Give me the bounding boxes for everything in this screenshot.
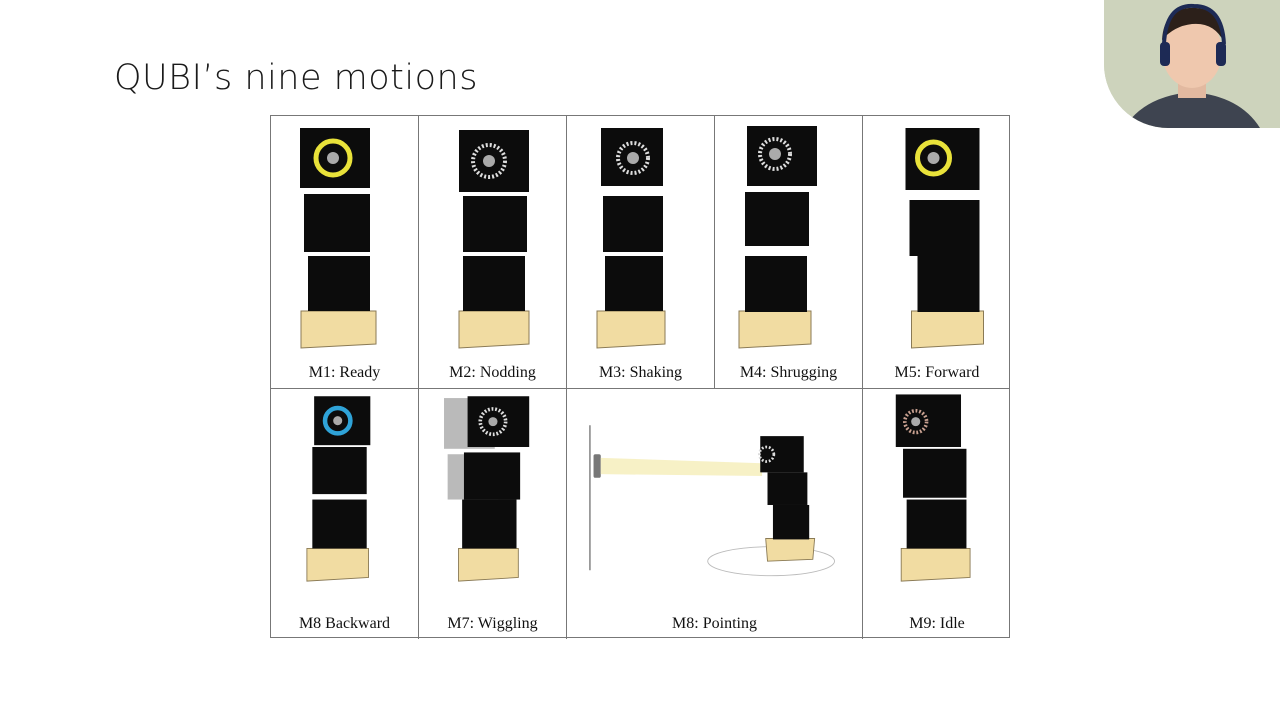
robot-ready-illustration bbox=[300, 128, 377, 349]
motion-label: M2: Nodding bbox=[449, 364, 536, 381]
motion-label: M8: Pointing bbox=[672, 615, 757, 632]
motion-cell-forward: M5: Forward bbox=[863, 116, 1011, 388]
motion-cell-backward: M8 Backward bbox=[271, 389, 418, 639]
motion-label: M5: Forward bbox=[894, 364, 980, 381]
presenter-image bbox=[1104, 0, 1280, 128]
motion-label: M1: Ready bbox=[308, 364, 381, 381]
presenter-webcam bbox=[1104, 0, 1280, 128]
robot-wiggling-illustration bbox=[444, 396, 530, 582]
motion-label: M4: Shrugging bbox=[739, 364, 838, 381]
motion-cell-shaking: M3: Shaking bbox=[567, 116, 714, 388]
robot-forward-illustration bbox=[905, 128, 984, 349]
robot-pointing-illustration bbox=[589, 425, 836, 577]
motion-cell-nodding: M2: Nodding bbox=[419, 116, 566, 388]
motion-label: M9: Idle bbox=[909, 615, 965, 632]
motions-figure: M1: Ready M2: Nodding M3: Shaking bbox=[270, 115, 1011, 639]
motion-cell-wiggling: M7: Wiggling bbox=[419, 389, 566, 639]
robot-nodding-illustration bbox=[458, 130, 530, 349]
motion-label: M3: Shaking bbox=[598, 364, 683, 381]
motion-cell-idle: M9: Idle bbox=[863, 389, 1011, 639]
motion-cell-pointing: M8: Pointing bbox=[567, 389, 862, 639]
motion-cell-shrugging: M4: Shrugging bbox=[715, 116, 862, 388]
motion-label: M7: Wiggling bbox=[447, 615, 538, 632]
robot-idle-illustration bbox=[895, 394, 971, 582]
motion-label: M8 Backward bbox=[298, 615, 391, 632]
robot-shrugging-illustration bbox=[738, 126, 817, 349]
robot-backward-illustration bbox=[306, 396, 371, 582]
robot-shaking-illustration bbox=[596, 128, 666, 349]
motion-cell-ready: M1: Ready bbox=[271, 116, 418, 388]
slide-title: QUBI’s nine motions bbox=[114, 58, 478, 98]
